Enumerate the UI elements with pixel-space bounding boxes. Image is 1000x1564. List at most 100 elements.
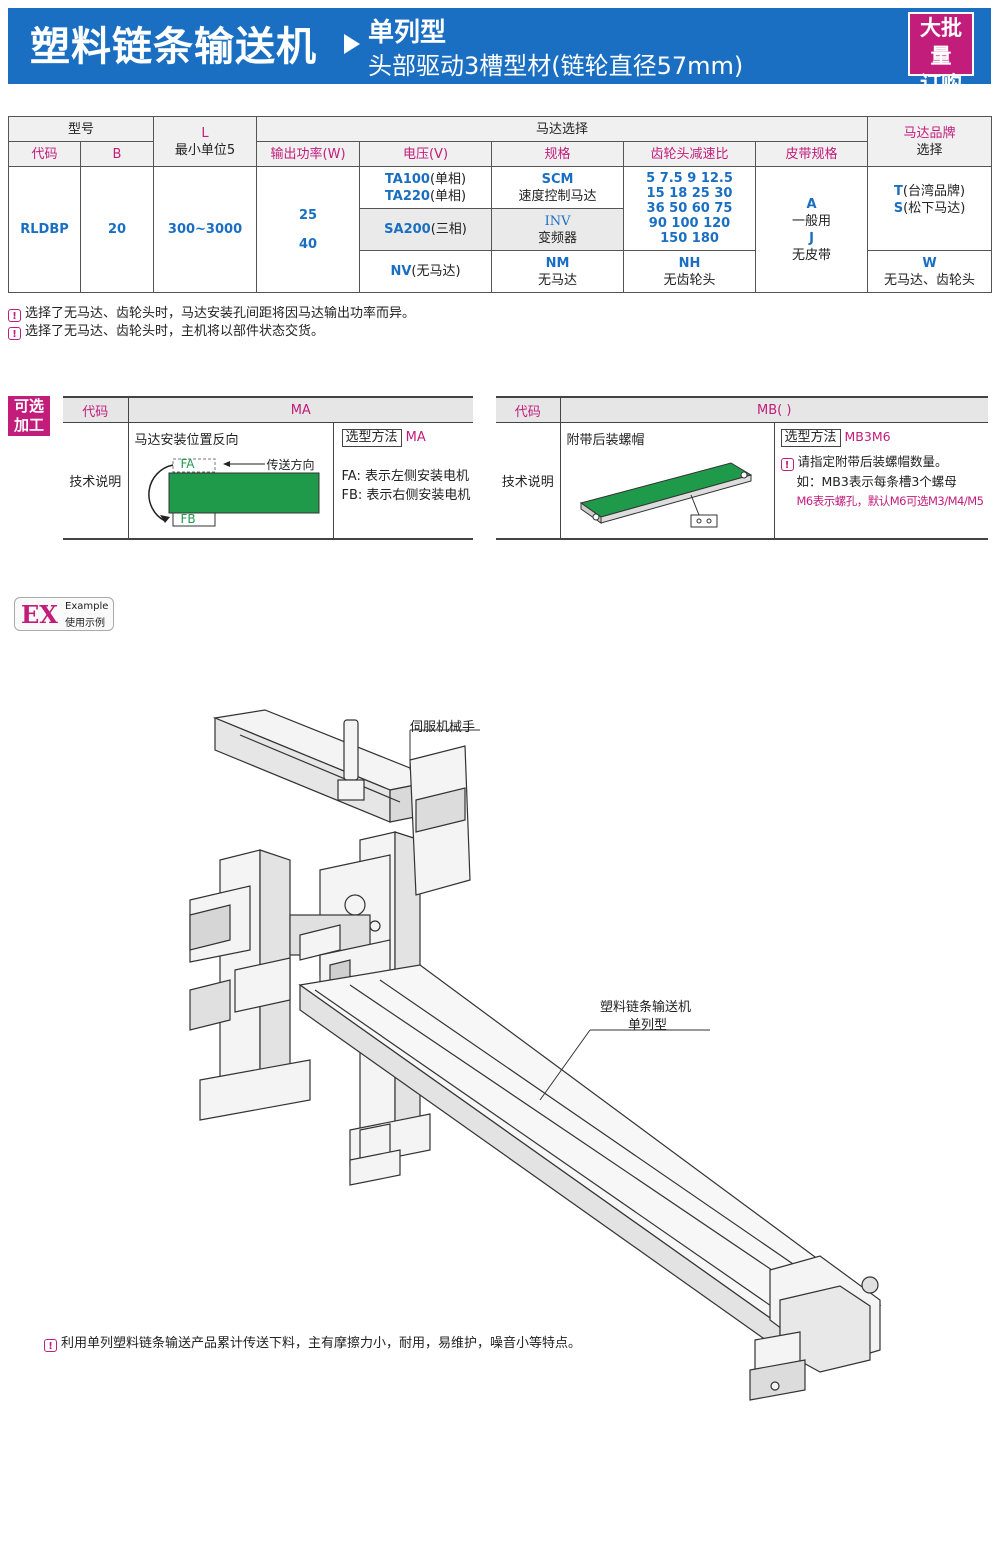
page-subtitle-type: 单列型 [368,18,447,48]
mb-note-3: M6表示螺孔，默认M6可选M3/M4/M5 [796,494,984,508]
example-ex-logo: EX [21,600,58,629]
cell-code: RLDBP [8,166,81,293]
callout-conveyor-title: 塑料链条输送机 [600,1000,692,1015]
note-2: !选择了无马达、齿轮头时，主机将以部件状态交货。 [8,320,324,340]
belt-j-note: 无皮带 [792,247,832,263]
mb-code-header: 代码 [496,396,561,423]
ma-fb-label: FB [180,512,196,526]
voltage-sa200-note: (三相) [430,222,467,237]
conveyor-body [298,964,882,1352]
badge-line-1: 大批量 [920,16,962,68]
th-brand-select: 选择 [916,142,943,158]
callout-conveyor-type: 单列型 [628,1018,668,1033]
ratio-row: 150 180 [660,231,719,246]
page-subtitle-detail: 头部驱动3槽型材(链轮直径57mm) [368,52,744,80]
voltage-nv: NV [390,264,412,279]
option-mb-table: 代码 MB( ) 技术说明 附带后装螺帽 选型方法 MB3M6 !请指定附带后装… [496,396,989,540]
cell-brand-none: W 无马达、齿轮头 [867,250,993,293]
cell-spec-scm: SCM 速度控制马达 [491,166,625,209]
spec-inv-note: 变频器 [538,230,578,246]
ma-method-value: MA [405,430,426,445]
usage-note-text: 利用单列塑料链条输送产品累计传送下料，主有摩擦力小，耐用，易维护，噪音小等特点。 [61,1336,582,1351]
info-icon: ! [8,309,21,322]
ma-code-value: MA [128,396,474,423]
callout-servo-robot: 伺服机械手 [410,720,476,735]
note-1-text: 选择了无马达、齿轮头时，马达安装孔间距将因马达输出功率而异。 [25,306,416,321]
ratio-nh: NH [678,255,701,271]
mb-diagram [579,462,752,528]
voltage-ta100-note: (单相) [429,171,467,187]
th-brand-label: 马达品牌 [903,125,956,141]
ratio-row: 36 50 60 75 [646,201,733,216]
cell-voltage-none: NV(无马达) [359,250,493,293]
badge-line-2: 订购 [920,72,962,96]
mb-note-2: 如：MB3表示每条槽3个螺母 [796,474,957,489]
mb-method-cell: 选型方法 MB3M6 !请指定附带后装螺帽数量。 如：MB3表示每条槽3个螺母 … [774,422,989,540]
th-b: B [79,141,155,167]
mb-note-1: 请指定附带后装螺帽数量。 [797,454,948,469]
ma-row-label: 技术说明 [63,422,129,540]
voltage-nv-note: (无马达) [411,264,461,279]
header-banner [8,8,991,84]
mb-code-value: MB( ) [560,396,989,423]
th-brand: 马达品牌 选择 [867,116,993,167]
cell-voltage-single: TA100(单相) TA220(单相) [359,166,493,209]
ma-diagram-cell: 马达安装位置反向 FA FB 传送方向 [128,422,334,540]
cell-power: 25 40 [256,166,361,293]
cell-ratio-nh: NH 无齿轮头 [623,250,757,293]
ma-fa-desc: FA: 表示左侧安装电机 [341,469,469,484]
cell-spec-inv: INV 变频器 [491,208,625,251]
ma-code-header: 代码 [63,396,129,423]
ratio-row: 5 7.5 9 12.5 [646,171,733,186]
mb-diagram-cell: 附带后装螺帽 [560,422,775,540]
belt-j: J [809,230,814,246]
option-ma-table: 代码 MA 技术说明 马达安装位置反向 FA FB 传送方向 选型方法 MA F… [63,396,474,540]
power-40: 40 [298,236,318,252]
brand-w-note: 无马达、齿轮头 [884,272,976,288]
th-gear-ratio: 齿轮头减速比 [623,141,757,167]
cell-voltage-three: SA200(三相) [359,208,493,251]
ratio-row: 90 100 120 [648,216,731,231]
ma-method-cell: 选型方法 MA FA: 表示左侧安装电机 FB: 表示右侧安装电机 [333,422,474,540]
voltage-ta220-note: (单相) [429,188,467,204]
ma-method-label: 选型方法 [341,429,402,447]
spec-nm: NM [545,255,570,271]
example-en: Example [65,601,109,612]
cell-brand: T(台湾品牌) S(松下马达) [867,166,993,251]
usage-note: !利用单列塑料链条输送产品累计传送下料，主有摩擦力小，耐用，易维护，噪音小等特点… [44,1332,581,1352]
spec-inv: INV [544,213,571,229]
spec-nm-note: 无马达 [538,272,578,288]
voltage-ta100: TA100 [384,171,430,187]
cell-length: 300~3000 [153,166,258,293]
brand-w: W [922,255,937,271]
conveyor-head-drive [749,1255,881,1401]
cell-spec-nm: NM 无马达 [491,250,625,293]
note-1: ! 选择了无马达、齿轮头时，马达安装孔间距将因马达输出功率而异。 [8,302,415,322]
optional-processing-tag: 可选加工 [8,396,50,436]
robot-left-column [189,849,311,1121]
info-icon: ! [8,327,21,340]
ratio-nh-note: 无齿轮头 [663,272,716,288]
th-voltage: 电压(V) [359,141,493,167]
mb-method-value: MB3M6 [844,429,891,444]
ma-fa-label: FA [180,457,195,471]
ma-direction-label: 传送方向 [266,458,315,472]
belt-a: A [806,196,817,212]
ratio-row: 15 18 25 30 [646,186,733,201]
voltage-sa200: SA200 [384,222,431,237]
mb-desc: 附带后装螺帽 [566,433,645,448]
spec-scm-note: 速度控制马达 [518,188,597,204]
cell-b: 20 [79,166,155,293]
th-motor-select: 马达选择 [256,116,869,142]
belt-a-note: 一般用 [792,213,832,229]
brand-t-note: (台湾品牌) [902,183,966,199]
th-model: 型号 [7,116,155,142]
mb-method-label: 选型方法 [780,429,841,447]
spec-table: 型号 L 最小单位5 马达选择 马达品牌 选择 代码 B 输出功率(W) 电压(… [7,116,993,293]
th-power: 输出功率(W) [256,141,361,167]
title-arrow-icon [344,34,360,54]
page-title: 塑料链条输送机 [30,24,317,70]
ma-diagram [147,458,319,527]
th-code: 代码 [8,141,81,167]
brand-s-note: (松下马达) [903,200,966,216]
